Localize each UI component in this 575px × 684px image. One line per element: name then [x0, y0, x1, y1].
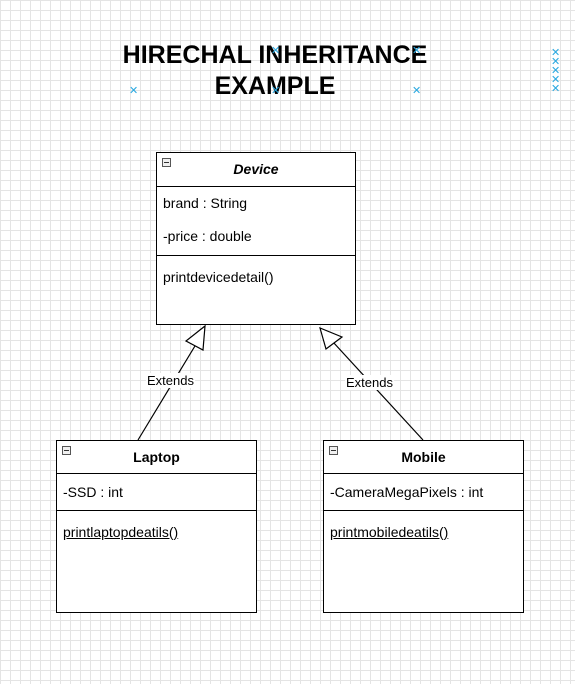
attribute-row[interactable]: -SSD : int [63, 484, 123, 500]
mobile-extends-line[interactable] [332, 341, 424, 441]
class-device-name: Device [233, 161, 279, 177]
collapse-icon[interactable] [329, 446, 338, 455]
selection-handle-icon[interactable]: ✕ [129, 84, 139, 97]
laptop-extends-line[interactable] [137, 340, 199, 441]
selection-handle-icon[interactable]: ✕ [551, 64, 561, 77]
mobile-extends-arrowhead [319, 326, 344, 351]
attribute-row[interactable]: -CameraMegaPixels : int [330, 484, 484, 500]
attribute-row[interactable]: brand : String [163, 195, 248, 211]
method-row[interactable]: printlaptopdeatils() [63, 524, 179, 540]
class-laptop-header[interactable]: Laptop [57, 441, 256, 474]
laptop-extends-label[interactable]: Extends [146, 373, 195, 388]
class-mobile-methods: printmobiledeatils() [324, 511, 523, 549]
class-mobile-attributes: -CameraMegaPixels : int [324, 474, 523, 511]
method-row[interactable]: printdevicedetail() [163, 269, 274, 285]
class-laptop-attributes: -SSD : int [57, 474, 256, 511]
class-device-methods: printdevicedetail() [157, 256, 355, 296]
class-device-header[interactable]: Device [157, 153, 355, 187]
class-mobile-name: Mobile [401, 449, 446, 465]
class-laptop-name: Laptop [133, 449, 180, 465]
selection-handle-icon[interactable]: ✕ [551, 73, 561, 86]
attribute-row[interactable]: -price : double [163, 228, 252, 244]
mobile-extends-label[interactable]: Extends [345, 375, 394, 390]
diagram-title[interactable]: HIRECHAL INHERITANCE EXAMPLE [105, 40, 445, 102]
laptop-extends-arrowhead [184, 324, 206, 351]
class-laptop-methods: printlaptopdeatils() [57, 511, 256, 549]
method-row[interactable]: printmobiledeatils() [330, 524, 449, 540]
class-mobile-header[interactable]: Mobile [324, 441, 523, 474]
selection-handle-icon[interactable]: ✕ [551, 82, 561, 95]
selection-handle-icon[interactable]: ✕ [551, 46, 561, 59]
selection-handle-icon[interactable]: ✕ [412, 84, 422, 97]
class-device[interactable]: Device brand : String -price : double pr… [156, 152, 356, 325]
selection-handle-icon[interactable]: ✕ [412, 44, 422, 57]
diagram-title-line-1: HIRECHAL INHERITANCE [122, 41, 428, 69]
class-device-attributes: brand : String -price : double [157, 187, 355, 256]
diagram-title-line-2: EXAMPLE [214, 72, 336, 100]
selection-handle-icon[interactable]: ✕ [271, 44, 281, 57]
selection-handle-icon[interactable]: ✕ [551, 55, 561, 68]
selection-handle-icon[interactable]: ✕ [271, 84, 281, 97]
collapse-icon[interactable] [62, 446, 71, 455]
class-laptop[interactable]: Laptop -SSD : int printlaptopdeatils() [56, 440, 257, 613]
collapse-icon[interactable] [162, 158, 171, 167]
class-mobile[interactable]: Mobile -CameraMegaPixels : int printmobi… [323, 440, 524, 613]
